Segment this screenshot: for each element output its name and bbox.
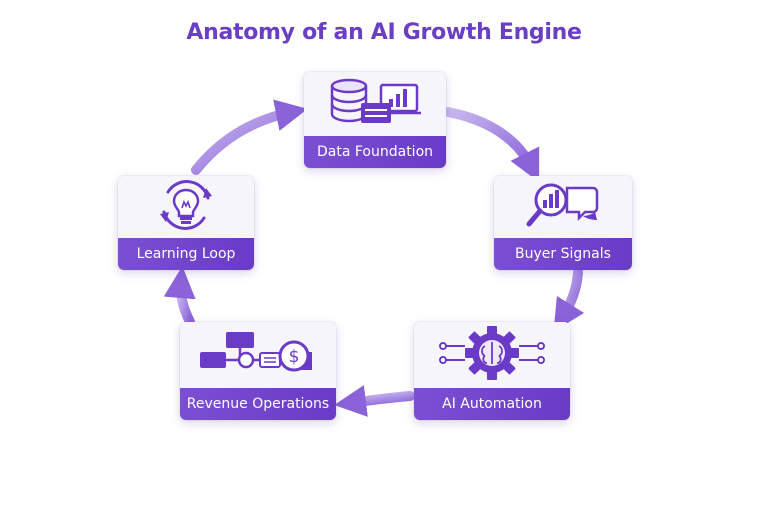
stage-card-buyer-signals: Buyer Signals — [494, 176, 632, 270]
database-dashboard-icon — [327, 77, 423, 131]
arrow-learning-to-data — [191, 99, 308, 175]
stage-card-revenue-operations: $ Revenue Operations — [180, 322, 336, 420]
stage-card-learning-loop: Learning Loop — [118, 176, 254, 270]
gear-brain-icon — [437, 324, 547, 386]
arrow-revenue-to-learning — [163, 266, 196, 327]
magnifier-chart-chat-icon — [521, 180, 605, 234]
stage-label: Learning Loop — [118, 238, 254, 270]
flowchart-dollar-icon: $ — [198, 328, 318, 382]
stage-label: Revenue Operations — [180, 388, 336, 420]
stage-card-data-foundation: Data Foundation — [304, 72, 446, 168]
svg-text:$: $ — [289, 347, 300, 367]
stage-label: Buyer Signals — [494, 238, 632, 270]
lightbulb-cycle-icon — [156, 178, 216, 236]
stage-label: Data Foundation — [304, 136, 446, 168]
arrow-signals-to-automation — [553, 267, 585, 332]
arrow-data-to-signals — [443, 107, 540, 183]
page-title: Anatomy of an AI Growth Engine — [186, 20, 582, 45]
stage-label: AI Automation — [414, 388, 570, 420]
stage-card-ai-automation: AI Automation — [414, 322, 570, 420]
arrow-automation-to-revenue — [334, 385, 415, 417]
